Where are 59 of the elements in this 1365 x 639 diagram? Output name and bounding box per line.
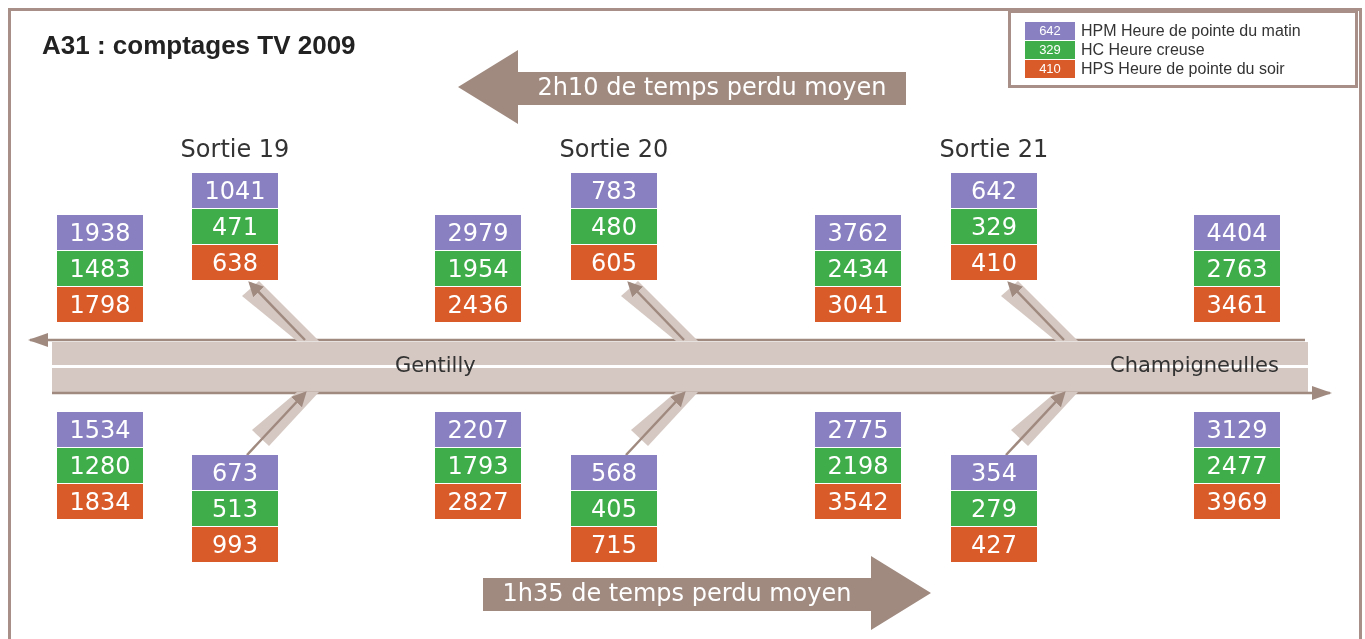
count-cell: 513 <box>192 491 278 526</box>
legend-text: HC Heure creuse <box>1081 40 1205 59</box>
count-cell: 2436 <box>435 287 521 322</box>
exit-heading: Sortie 20 <box>558 135 670 163</box>
count-cell: 1793 <box>435 448 521 483</box>
count-cell: 471 <box>192 209 278 244</box>
count-cell: 1798 <box>57 287 143 322</box>
legend-text: HPM Heure de pointe du matin <box>1081 21 1301 40</box>
count-cell: 1834 <box>57 484 143 519</box>
count-cell: 993 <box>192 527 278 562</box>
count-cell: 715 <box>571 527 657 562</box>
count-cell: 2827 <box>435 484 521 519</box>
count-cell: 1534 <box>57 412 143 447</box>
count-cell: 4404 <box>1194 215 1280 250</box>
count-cell: 3762 <box>815 215 901 250</box>
arrow-label: 1h35 de temps perdu moyen <box>502 579 852 607</box>
count-cell: 2198 <box>815 448 901 483</box>
count-cell: 1041 <box>192 173 278 208</box>
count-cell: 1938 <box>57 215 143 250</box>
count-cell: 1954 <box>435 251 521 286</box>
count-cell: 783 <box>571 173 657 208</box>
count-cell: 1483 <box>57 251 143 286</box>
count-cell: 642 <box>951 173 1037 208</box>
legend-swatch: 329 <box>1025 40 1075 59</box>
count-cell: 2775 <box>815 412 901 447</box>
count-cell: 2207 <box>435 412 521 447</box>
legend-swatch: 410 <box>1025 59 1075 78</box>
count-cell: 3969 <box>1194 484 1280 519</box>
ramp-arrow <box>1007 281 1065 341</box>
count-cell: 354 <box>951 455 1037 490</box>
count-cell: 568 <box>571 455 657 490</box>
legend-text: HPS Heure de pointe du soir <box>1081 59 1285 78</box>
count-cell: 279 <box>951 491 1037 526</box>
title: A31 : comptages TV 2009 <box>42 30 356 61</box>
ramp-arrow <box>248 281 306 341</box>
legend-swatch: 642 <box>1025 21 1075 40</box>
count-cell: 480 <box>571 209 657 244</box>
place-label: Gentilly <box>395 353 476 377</box>
place-label: Champigneulles <box>1110 353 1279 377</box>
count-cell: 605 <box>571 245 657 280</box>
count-cell: 3542 <box>815 484 901 519</box>
count-cell: 638 <box>192 245 278 280</box>
ramp-arrow <box>627 281 685 341</box>
count-cell: 410 <box>951 245 1037 280</box>
count-cell: 329 <box>951 209 1037 244</box>
count-cell: 3129 <box>1194 412 1280 447</box>
arrow-label: 2h10 de temps perdu moyen <box>537 73 887 101</box>
count-cell: 3461 <box>1194 287 1280 322</box>
count-cell: 2434 <box>815 251 901 286</box>
exit-heading: Sortie 21 <box>938 135 1050 163</box>
count-cell: 1280 <box>57 448 143 483</box>
count-cell: 427 <box>951 527 1037 562</box>
exit-heading: Sortie 19 <box>179 135 291 163</box>
count-cell: 405 <box>571 491 657 526</box>
count-cell: 2763 <box>1194 251 1280 286</box>
count-cell: 2979 <box>435 215 521 250</box>
count-cell: 2477 <box>1194 448 1280 483</box>
count-cell: 3041 <box>815 287 901 322</box>
count-cell: 673 <box>192 455 278 490</box>
